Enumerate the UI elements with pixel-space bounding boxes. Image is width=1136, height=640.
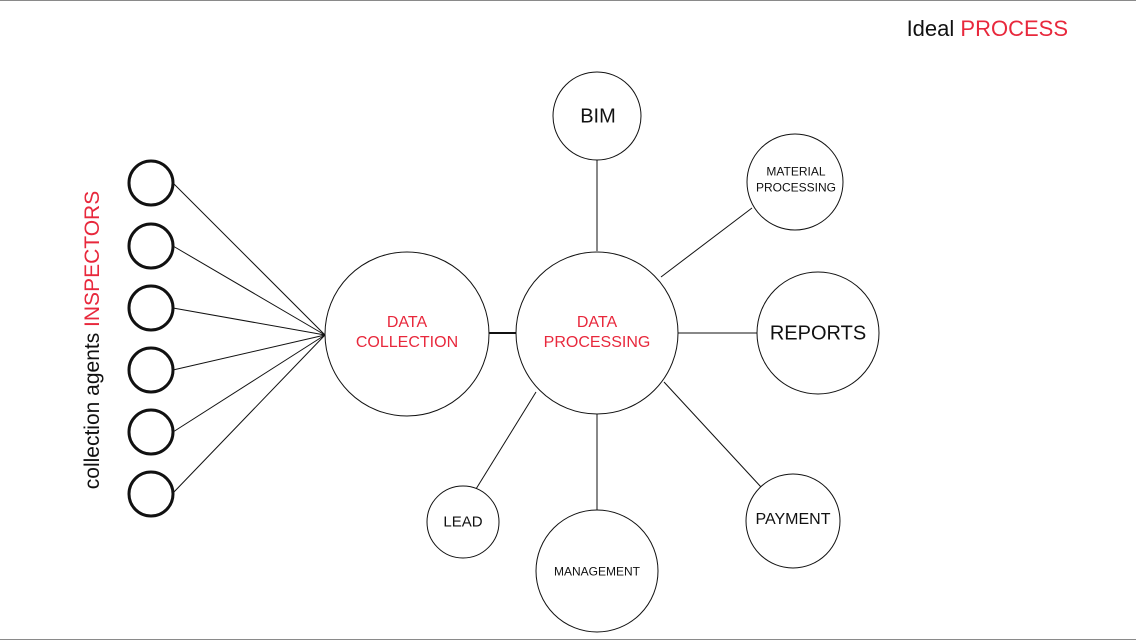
data-collection-line1: DATA <box>386 314 428 331</box>
management-label: MANAGEMENT <box>553 564 641 579</box>
bim-node <box>552 71 642 161</box>
data-collection-line2: COLLECTION <box>355 334 459 351</box>
material-processing-label: MATERIAL PROCESSING <box>756 164 836 195</box>
agent-connector-2 <box>172 245 326 336</box>
material-processing-line2: PROCESSING <box>755 180 837 194</box>
agent-circle-3 <box>127 284 175 332</box>
agent-circle-6 <box>127 470 175 518</box>
lead-node <box>426 485 500 559</box>
agent-connector-1 <box>172 182 326 336</box>
data-collection-label: DATA COLLECTION <box>356 313 458 353</box>
data-processing-line2: PROCESSING <box>543 334 651 351</box>
agent-circle-4 <box>127 346 175 394</box>
agent-connector-4 <box>172 334 326 371</box>
material-processing-line1: MATERIAL <box>766 164 826 179</box>
data-processing-node <box>515 251 679 415</box>
side-label-prefix: collection agents <box>81 332 104 490</box>
side-label: collection agents INSPECTORS <box>81 191 105 489</box>
lead-label: LEAD <box>443 513 483 531</box>
payment-connector <box>663 381 762 488</box>
management-node <box>535 509 659 633</box>
material-processing-node <box>746 133 844 231</box>
reports-label: REPORTS <box>769 322 867 345</box>
agent-connector-6 <box>172 334 326 494</box>
material-connector <box>660 207 753 278</box>
bim-label: BIM <box>580 105 616 128</box>
lead-connector <box>475 391 537 490</box>
agent-circle-2 <box>127 222 175 270</box>
data-collection-node <box>324 251 490 417</box>
agent-circle-1 <box>127 159 175 207</box>
payment-node <box>745 473 841 569</box>
title-accent: PROCESS <box>960 16 1068 41</box>
agent-circle-5 <box>127 408 175 456</box>
page-title: Ideal PROCESS <box>907 16 1068 42</box>
payment-label: PAYMENT <box>755 511 831 528</box>
data-processing-line1: DATA <box>576 314 618 331</box>
reports-node <box>756 271 880 395</box>
data-processing-label: DATA PROCESSING <box>544 313 651 353</box>
title-prefix: Ideal <box>906 16 955 41</box>
agent-connector-5 <box>172 334 326 433</box>
side-label-accent: INSPECTORS <box>81 190 104 327</box>
agent-connector-3 <box>172 307 326 336</box>
